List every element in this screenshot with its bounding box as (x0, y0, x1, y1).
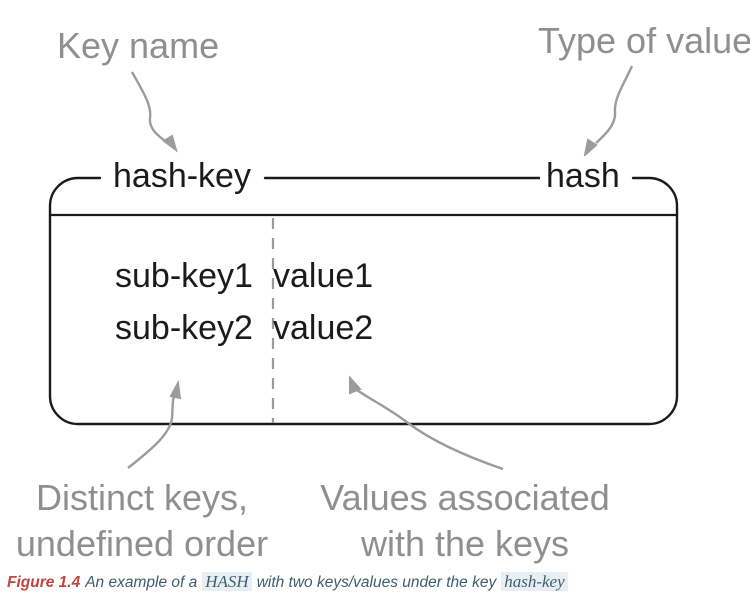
values-note: Values associated with the keys (315, 475, 615, 567)
figure-caption-hashkey-code: hash-key (501, 572, 568, 591)
hash-row: sub-key1 value1 (115, 256, 373, 296)
figure-caption-number: Figure 1.4 (7, 574, 81, 591)
box-outline (48, 176, 679, 426)
type-of-value-label: Type of value (538, 20, 750, 61)
hash-row-key: sub-key1 (115, 257, 253, 295)
hash-row: sub-key2 value2 (115, 308, 373, 348)
hash-row-value: value2 (273, 309, 374, 347)
distinct-keys-arrow (127, 379, 182, 469)
hash-key-title: hash-key (107, 156, 257, 196)
hash-type-title: hash (540, 156, 626, 196)
key-name-arrow (130, 71, 178, 153)
values-note-line1: Values associated (320, 477, 610, 518)
hash-row-key: sub-key2 (115, 309, 253, 347)
distinct-keys-note: Distinct keys, undefined order (0, 475, 292, 567)
figure-caption-text-middle: with two keys/values under the key (256, 574, 497, 591)
figure-caption-hash-code: HASH (202, 572, 252, 591)
values-arrow (349, 375, 504, 471)
key-name-label: Key name (57, 25, 220, 66)
values-note-line2: with the keys (360, 523, 570, 564)
hash-row-value: value1 (273, 257, 374, 295)
figure-caption-text-before: An example of a (85, 574, 198, 591)
distinct-keys-note-line1: Distinct keys, (35, 477, 249, 518)
type-of-value-arrow (583, 65, 634, 158)
distinct-keys-note-line2: undefined order (15, 523, 269, 564)
